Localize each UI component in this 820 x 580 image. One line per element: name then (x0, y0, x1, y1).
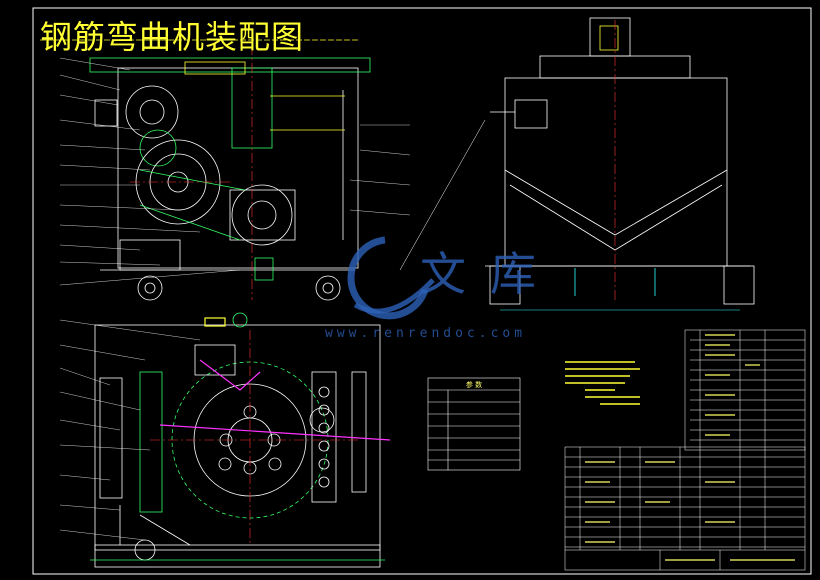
drawing-frame (32, 7, 812, 575)
pin-hole-5 (218, 457, 232, 471)
parts-list (564, 329, 806, 571)
left-guide-bar (139, 371, 163, 513)
side-shaft-spline (599, 25, 619, 51)
top-knob (232, 312, 248, 328)
wheel-right-hub (322, 282, 334, 294)
electrical-box (119, 239, 181, 271)
output-shaft (270, 95, 345, 131)
front-view-leaders (59, 57, 411, 286)
rebar-bar (159, 424, 391, 441)
bottom-bracket (119, 505, 191, 546)
front-view-centerlines (130, 45, 253, 300)
motor (229, 189, 296, 241)
gear-upper (125, 85, 179, 139)
worktable-base (94, 544, 381, 568)
watermark-char-1: 文 (420, 247, 466, 301)
side-wheel-right (723, 265, 755, 305)
top-view-leaders (59, 319, 201, 541)
parts-list-text-marks (585, 334, 795, 561)
top-view (90, 312, 385, 568)
top-view-centerlines (150, 330, 360, 545)
drawing-title: 钢筋弯曲机装配图 (40, 18, 305, 56)
right-guide-bar (351, 371, 367, 493)
hopper-v-outer (504, 169, 728, 236)
top-plate (89, 57, 371, 73)
watermark-char-2: 库 (490, 247, 536, 301)
gear-upper-hub (139, 99, 165, 125)
control-switch (194, 344, 236, 376)
wheel-left-hub (144, 282, 156, 294)
technical-requirements (565, 361, 640, 405)
bending-pin (309, 407, 335, 433)
v-belt (139, 169, 246, 241)
lever-arm (199, 359, 261, 391)
label-plate (204, 317, 226, 327)
motor-pulley (231, 184, 293, 246)
bearing-cap (184, 61, 246, 75)
watermark-logo (347, 236, 435, 320)
bottom-bearing (254, 257, 274, 281)
top-view-highlights (159, 317, 391, 441)
worktable (94, 324, 381, 551)
motor-pulley-hub (247, 200, 277, 230)
tech-params-table (427, 377, 521, 471)
side-view-leader (399, 119, 486, 271)
side-wheel-left (489, 265, 521, 305)
pin-hole-6 (268, 457, 282, 471)
side-top-shaft (589, 17, 631, 57)
side-handle-box (514, 99, 548, 129)
wheel-left (137, 275, 163, 301)
gear-middle (139, 129, 177, 167)
watermark-url: www.renrendoc.com (325, 326, 527, 341)
wheel-right (315, 275, 341, 301)
handle-block (94, 99, 118, 127)
left-stop (99, 377, 123, 499)
tech-params-header: 参 数 (466, 380, 482, 389)
